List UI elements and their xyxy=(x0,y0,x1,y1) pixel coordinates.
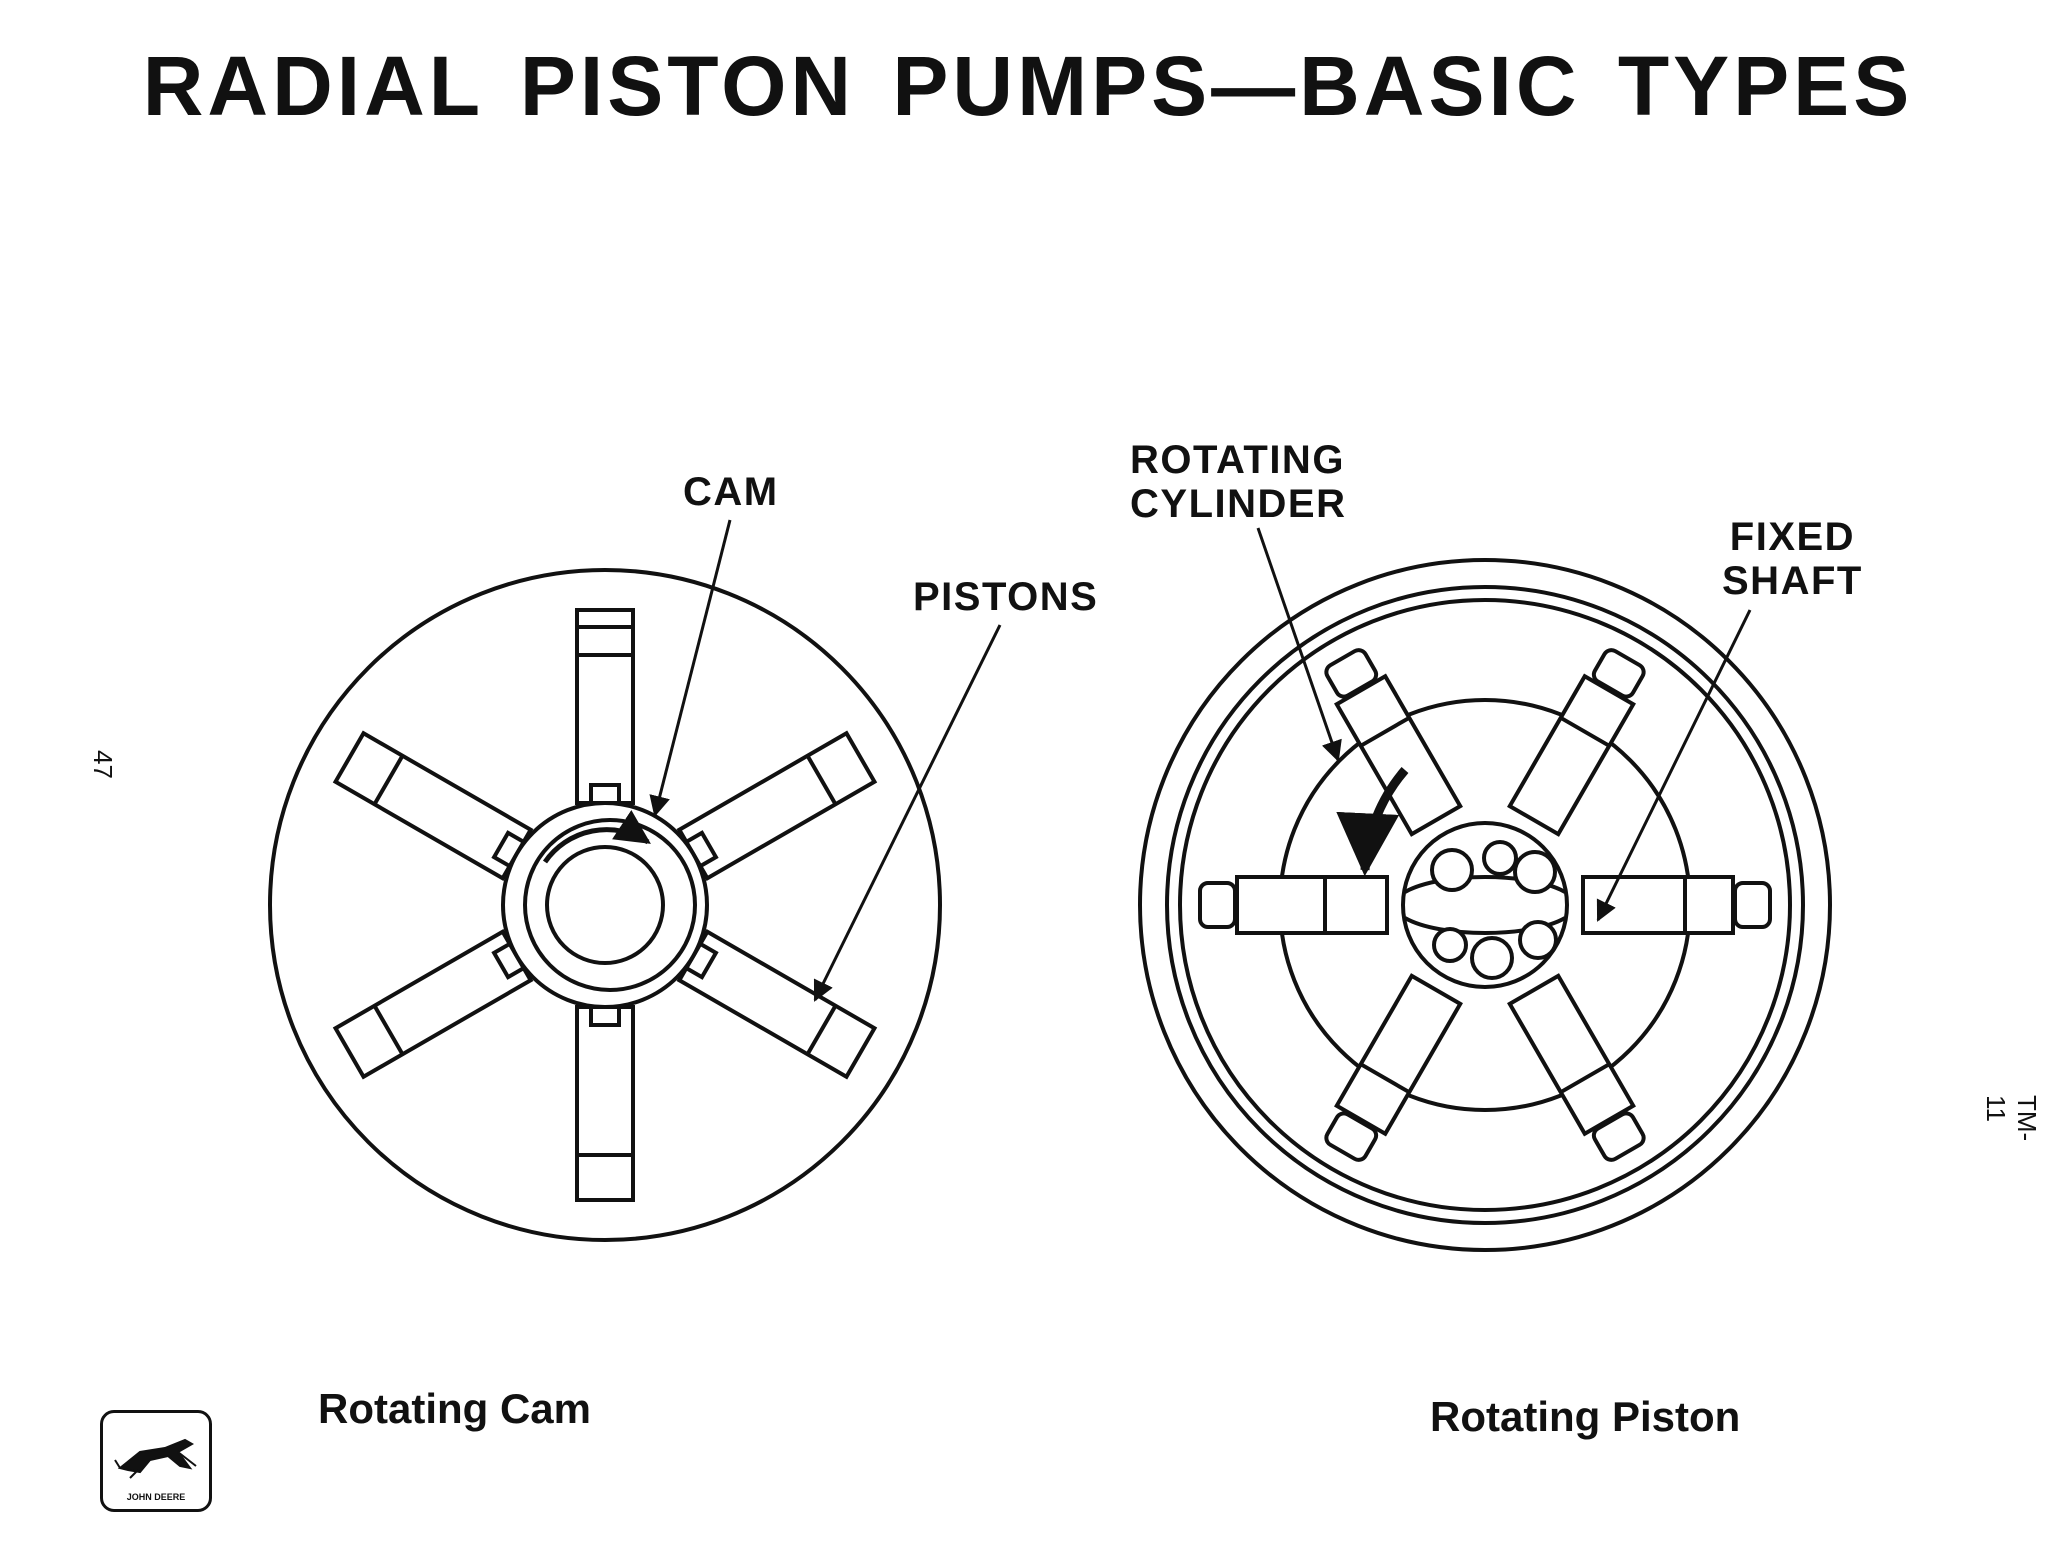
outer-casing xyxy=(1138,558,1832,1252)
rotating-cylinder-line-2: CYLINDER xyxy=(1130,482,1347,526)
piston-upper-left xyxy=(332,730,534,881)
fixed-shaft-line-1: FIXED xyxy=(1729,515,1856,559)
rotating-piston-caption: Rotating Piston xyxy=(1430,1393,1741,1440)
page-number: 47 xyxy=(88,750,118,779)
rotor-piston-lower-left xyxy=(1324,973,1463,1162)
cam-ring xyxy=(501,801,709,1009)
leaping-deer-icon xyxy=(114,1438,197,1479)
rotating-piston-pump xyxy=(1138,527,1832,1252)
piston-upper-right xyxy=(676,730,878,881)
reaction-ring-outer xyxy=(1165,585,1805,1225)
port-1 xyxy=(1430,848,1474,892)
rotating-cylinder-leader xyxy=(1256,527,1342,762)
port-2 xyxy=(1482,840,1518,876)
port-5 xyxy=(1432,927,1468,963)
port-6 xyxy=(1518,920,1558,960)
port-3 xyxy=(1513,850,1557,894)
pump-housing xyxy=(268,568,942,1242)
reaction-ring-inner xyxy=(1178,598,1792,1212)
pistons-label: PISTONS xyxy=(913,575,1099,619)
cam-lobe xyxy=(523,818,697,992)
rotor-piston-left xyxy=(1198,875,1389,935)
cam-rotation-arrow xyxy=(542,810,651,864)
piston-lower-left xyxy=(332,929,534,1080)
rotating-cam-caption: Rotating Cam xyxy=(318,1385,591,1432)
page-title: RADIAL PISTON PUMPS—BASIC TYPES xyxy=(142,39,1914,133)
rotating-cylinder-label: ROTATING CYLINDER xyxy=(1130,438,1346,526)
cam-leader xyxy=(649,519,732,818)
piston-up xyxy=(575,608,635,805)
rotor-piston-upper-left xyxy=(1324,648,1463,837)
pistons-leader xyxy=(813,624,1002,1002)
fixed-shaft-line-2: SHAFT xyxy=(1722,559,1863,603)
piston-lower-right xyxy=(676,929,878,1080)
rotor-piston-lower-right xyxy=(1507,973,1646,1162)
document-code: TM-11 xyxy=(1981,1095,2042,1142)
rotating-cam-pump xyxy=(268,519,1002,1242)
john-deere-logo: JOHN DEERE xyxy=(100,1410,212,1512)
rotating-cylinder-line-1: ROTATING xyxy=(1130,438,1345,482)
piston-down xyxy=(575,1005,635,1202)
fixed-shaft-leader xyxy=(1596,609,1752,922)
fixed-shaft-label: FIXED SHAFT xyxy=(1722,515,1863,603)
logo-text: JOHN DEERE xyxy=(126,1492,186,1502)
rotor-piston-right xyxy=(1581,875,1772,935)
rotor-piston-upper-right xyxy=(1507,648,1646,837)
port-4 xyxy=(1470,936,1514,980)
cam-bore xyxy=(545,845,665,965)
cam-label: CAM xyxy=(683,470,779,514)
rotation-arrow xyxy=(1336,767,1409,877)
